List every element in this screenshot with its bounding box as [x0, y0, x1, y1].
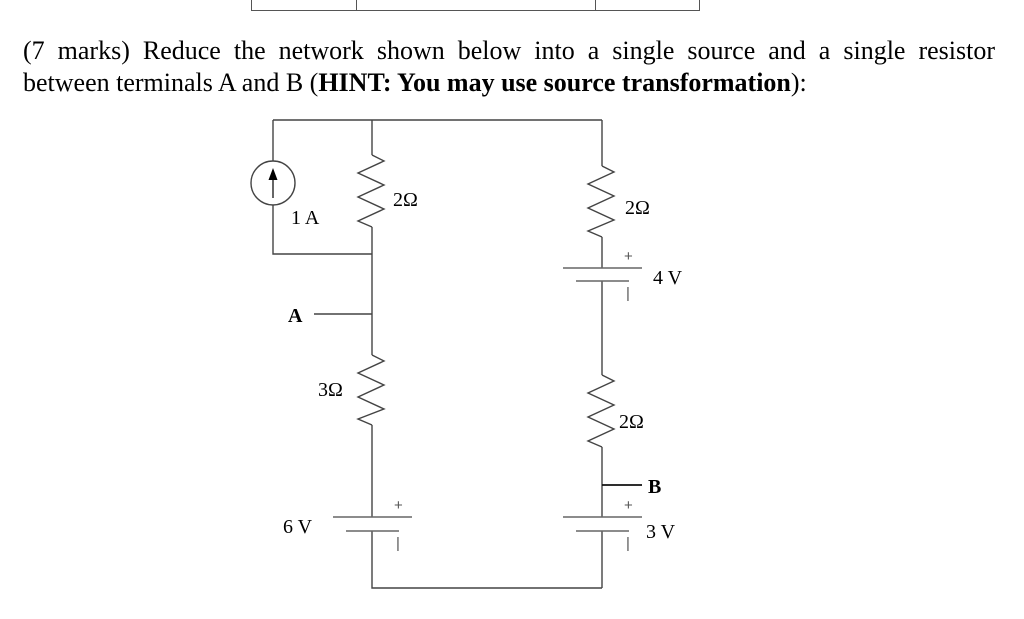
resistor-2ohm-bottom-right [586, 374, 616, 448]
resistor-3ohm [356, 354, 386, 426]
resistor-2ohm-middle-label: 2Ω [393, 189, 418, 211]
battery-3v-plus-sign: + [624, 497, 633, 514]
wire-left-bottom [272, 205, 372, 255]
battery-4v-minus-sign: | [626, 285, 630, 302]
battery-3v-minus-sign: | [626, 535, 630, 552]
wire-6v-lower [371, 531, 602, 589]
top-table-fragment [251, 0, 700, 11]
resistor-2ohm-top-right [586, 165, 616, 238]
arrow-up-icon [268, 168, 278, 180]
table-divider [356, 0, 357, 10]
hint-text: HINT: You may use source transformation [318, 68, 791, 97]
current-source-label: 1 A [291, 207, 320, 229]
resistor-2ohm-top-right-label: 2Ω [625, 197, 650, 219]
resistor-2ohm-middle [356, 154, 386, 228]
battery-4v-plus-sign: + [624, 248, 633, 265]
battery-6v-plus-sign: + [394, 497, 403, 514]
terminal-B-label: B [648, 476, 661, 498]
question-line-1: (7 marks) Reduce the network shown below… [23, 36, 995, 65]
question-line-2: between terminals A and B (HINT: You may… [23, 68, 807, 97]
terminal-A-label: A [288, 305, 303, 327]
battery-6v-label: 6 V [283, 516, 313, 538]
resistor-3ohm-label: 3Ω [318, 379, 343, 401]
resistor-2ohm-bottom-right-label: 2Ω [619, 411, 644, 433]
table-divider [595, 0, 596, 10]
current-source [250, 160, 296, 206]
battery-3v-label: 3 V [646, 521, 676, 543]
battery-6v-minus-sign: | [396, 535, 400, 552]
battery-4v-label: 4 V [653, 267, 683, 289]
question-text: (7 marks) Reduce the network shown below… [23, 35, 995, 99]
